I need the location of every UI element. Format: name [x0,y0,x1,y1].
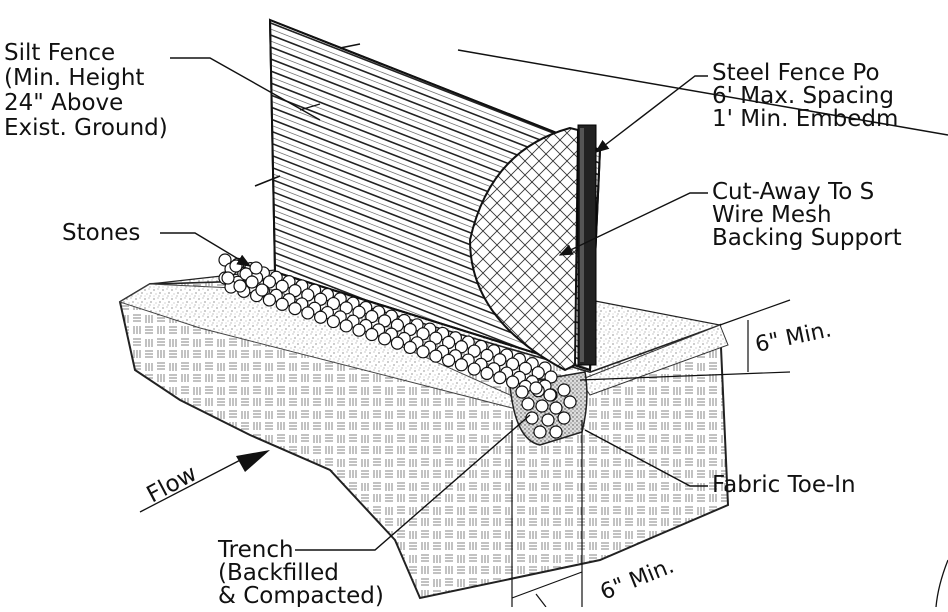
stone [480,348,494,362]
wire-mesh-cutaway [468,126,580,372]
stone [301,306,315,320]
stone [314,310,328,324]
depth-dim-bottom [579,371,791,381]
stone [533,425,547,439]
stone [288,284,302,298]
stone [515,385,529,399]
stone [549,401,563,415]
front-slope-face [118,283,522,411]
flow-arrow-head [236,450,270,472]
fence-tick [254,175,281,187]
fabric-stripe [270,21,600,153]
stone [314,292,328,306]
stone [525,411,539,425]
stone [326,296,340,311]
stone [390,336,404,350]
stone [543,388,557,402]
stones-label: Stones [62,220,140,246]
stone [442,353,456,368]
fence-tick [299,103,321,111]
stone [535,399,549,413]
stone [365,327,379,342]
stone [352,323,366,337]
stone [467,362,481,376]
stone [429,331,443,345]
width-dim-tick [535,593,547,608]
steel-post-leader [594,75,708,153]
stone [352,305,366,319]
stone [221,271,235,285]
stone [365,309,379,324]
cutaway-leader [558,192,708,256]
width-dim-line [511,571,583,599]
stone [262,293,276,307]
stone [233,279,247,293]
stone [229,259,243,273]
stone [249,261,263,275]
stone [493,353,507,367]
stone [557,411,571,425]
stone [378,314,392,328]
flow-line [139,454,251,513]
stone [326,314,340,329]
stone [549,425,563,439]
reference-line [457,49,948,136]
stone [518,361,533,375]
stone [454,358,468,372]
stone [505,375,520,389]
stone [429,349,443,363]
stone [245,275,259,289]
stone [531,366,545,380]
stone [275,279,289,293]
stone [557,383,571,397]
stones-leader [160,232,252,267]
width-min-label: 6" Min. [597,553,678,605]
stone [521,397,535,411]
stone [339,319,353,333]
stone [505,357,520,371]
stone [480,366,494,380]
stone [454,340,468,354]
stone [378,332,392,346]
trench-label: Trench(Backfilled& Compacted) [217,537,384,607]
stone [262,275,276,289]
depth-dim-top [719,299,791,326]
fabric-toe-leader [584,429,708,487]
stone [442,335,456,350]
trench-leader [295,414,531,551]
edge-curve [935,559,948,608]
stone [403,340,417,355]
stone [339,301,353,315]
stone [541,413,555,427]
stone [218,253,232,267]
stone [563,395,577,409]
stone [416,327,430,341]
stone [529,381,543,395]
fence-tick [339,43,361,49]
stone [467,344,481,358]
silt-fence-leader [170,57,321,121]
stone [255,283,269,297]
depth-min-label: 6" Min. [753,317,834,357]
fabric-toe-label: Fabric Toe-In [712,472,856,498]
stone [301,288,315,302]
stone [288,302,302,316]
stone [416,345,430,359]
flow-label: Flow [143,461,202,509]
stone [275,297,289,311]
stone [493,371,507,385]
stone [403,322,417,337]
stone [544,370,558,384]
stone [390,318,404,332]
